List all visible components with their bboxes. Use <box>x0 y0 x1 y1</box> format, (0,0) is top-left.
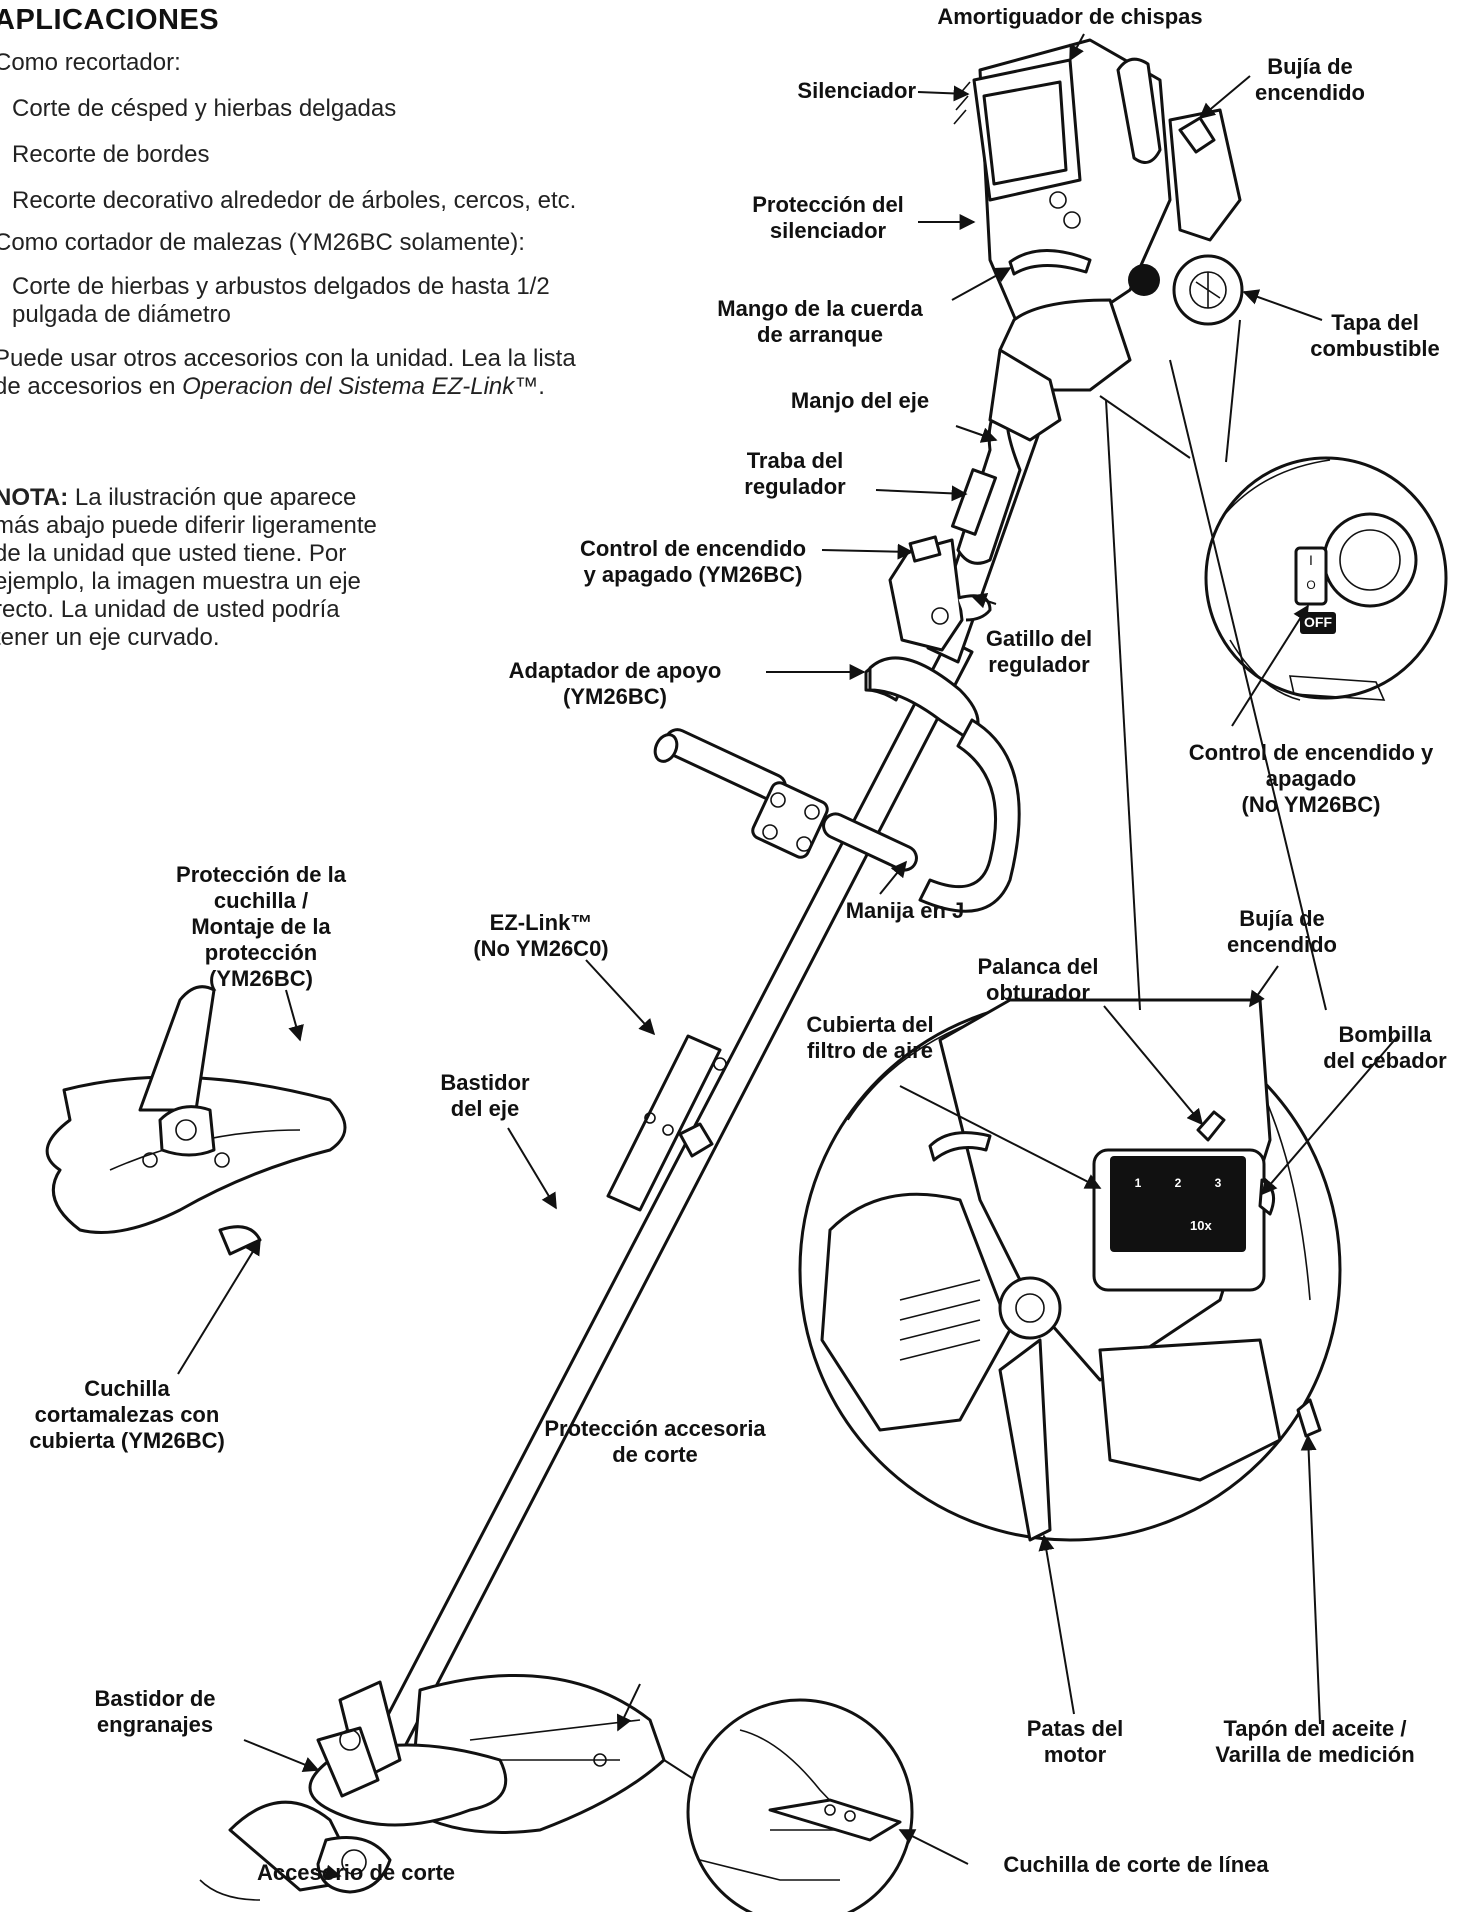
ez-link-coupler <box>606 1034 722 1212</box>
engine-leg <box>998 1338 1052 1542</box>
label-spark-plug-inset: Bujía de encendido <box>1226 906 1337 957</box>
label-support-adapter: Adaptador de apoyo (YM26BC) <box>508 658 722 709</box>
accessories-suffix: . <box>538 373 545 400</box>
coupler-knob[interactable] <box>678 1122 714 1158</box>
engine-detail-inset <box>798 998 1342 1542</box>
label-throttle-trigger: Gatillo del regulador <box>985 626 1093 677</box>
muffler <box>982 80 1068 186</box>
label-cutting-guard: Protección accesoria de corte <box>544 1416 766 1467</box>
label-spark-arrestor: Amortiguador de chispas <box>937 4 1203 29</box>
brushcutter-item-line-2: pulgada de diámetro <box>12 301 231 328</box>
line-blade-inset <box>686 1698 914 1912</box>
label-shaft-housing: Bastidor del eje <box>440 1070 530 1121</box>
primer-count: 10x <box>1190 1218 1212 1233</box>
choke-position-2: 2 <box>1174 1176 1182 1190</box>
label-j-handle: Manija en J <box>845 898 965 923</box>
oil-cap[interactable] <box>1296 1398 1322 1438</box>
choke-position-3: 3 <box>1214 1176 1222 1190</box>
label-primer-bulb: Bombilla del cebador <box>1323 1022 1447 1073</box>
switch-on-mark: I <box>1309 552 1313 568</box>
label-muffler-guard: Protección del silenciador <box>752 192 904 243</box>
switch-off-mark: O <box>1306 578 1316 592</box>
label-brush-blade: Cuchilla cortamalezas con cubierta (YM26… <box>29 1376 225 1453</box>
switch-body <box>1294 546 1328 606</box>
primer-dot <box>1128 264 1160 296</box>
choke-position-1: 1 <box>1134 1176 1142 1190</box>
label-blade-guard: Protección de la cuchilla / Montaje de l… <box>176 862 346 991</box>
choke-positions: 1 2 3 <box>1118 1176 1238 1190</box>
label-line-cutting-blade: Cuchilla de corte de línea <box>1003 1852 1269 1877</box>
accessories-prefix: de accesorios en <box>0 373 183 400</box>
engine <box>953 38 1244 442</box>
note-label: NOTA: <box>0 484 69 511</box>
label-starter-rope-handle: Mango de la cuerda de arranque <box>717 296 923 347</box>
label-oil-cap: Tapón del aceite / Varilla de medición <box>1215 1716 1415 1767</box>
note-box: NOTA: La ilustración que aparece más aba… <box>0 484 394 652</box>
accessories-line-1: Puede usar otros accesorios con la unida… <box>0 345 576 372</box>
page-title: APLICACIONES <box>0 4 220 36</box>
trimmer-item-1: Corte de césped y hierbas delgadas <box>12 95 397 122</box>
off-badge <box>1300 612 1336 634</box>
label-cutting-attachment: Accesorio de corte <box>256 1860 456 1885</box>
switch-inset <box>1204 456 1448 701</box>
start-handle-detail <box>928 1131 992 1162</box>
label-on-off-ym26bc: Control de encendido y apagado (YM26BC) <box>579 536 807 587</box>
starter-rope-handle[interactable] <box>1008 249 1092 276</box>
label-ez-link: EZ-Link™ (No YM26C0) <box>473 910 609 961</box>
label-muffler: Silenciador <box>797 78 916 103</box>
trimmer-item-2: Recorte de bordes <box>12 141 210 168</box>
line-cutting-blade <box>768 1798 902 1842</box>
label-spark-plug-top: Bujía de encendido <box>1254 54 1365 105</box>
leader-lines <box>177 33 1399 1881</box>
label-choke-lever: Palanca del obturador <box>977 954 1099 1005</box>
gear-housing <box>316 1726 380 1798</box>
spark-plug <box>1178 116 1216 154</box>
fuel-cap[interactable] <box>1172 254 1244 326</box>
accessories-link-title: Operacion del Sistema EZ-Link™ <box>182 373 539 400</box>
fuel-cap-detail <box>998 1276 1062 1340</box>
j-handle[interactable] <box>651 718 1021 913</box>
choke-lever[interactable] <box>1196 1110 1226 1142</box>
brush-blade-assembly <box>45 985 347 1256</box>
label-engine-legs: Patas del motor <box>1026 1716 1124 1767</box>
trimmer-heading: Como recortador: <box>0 49 181 76</box>
label-gear-housing: Bastidor de engranajes <box>94 1686 216 1737</box>
spark-arrestor <box>1116 57 1162 164</box>
label-air-filter-cover: Cubierta del filtro de aire <box>806 1012 934 1063</box>
label-on-off-not-ym26bc: Control de encendido y apagado (No YM26B… <box>1188 740 1434 817</box>
label-fuel-cap: Tapa del combustible <box>1310 310 1440 361</box>
note-text: La ilustración que aparece más abajo pue… <box>0 484 377 651</box>
accessories-line-2: de accesorios en Operacion del Sistema E… <box>0 372 545 402</box>
brushcutter-heading: Como cortador de malezas (YM26BC solamen… <box>0 229 525 256</box>
label-throttle-lock: Traba del regulador <box>744 448 846 499</box>
brushcutter-item-line-1: Corte de hierbas y arbustos delgados de … <box>12 273 550 300</box>
support-adapter <box>864 656 980 742</box>
switch-off-text: OFF <box>1304 614 1332 630</box>
trimmer-item-3: Recorte decorativo alrededor de árboles,… <box>12 187 577 214</box>
label-shaft-handle: Manjo del eje <box>790 388 930 413</box>
